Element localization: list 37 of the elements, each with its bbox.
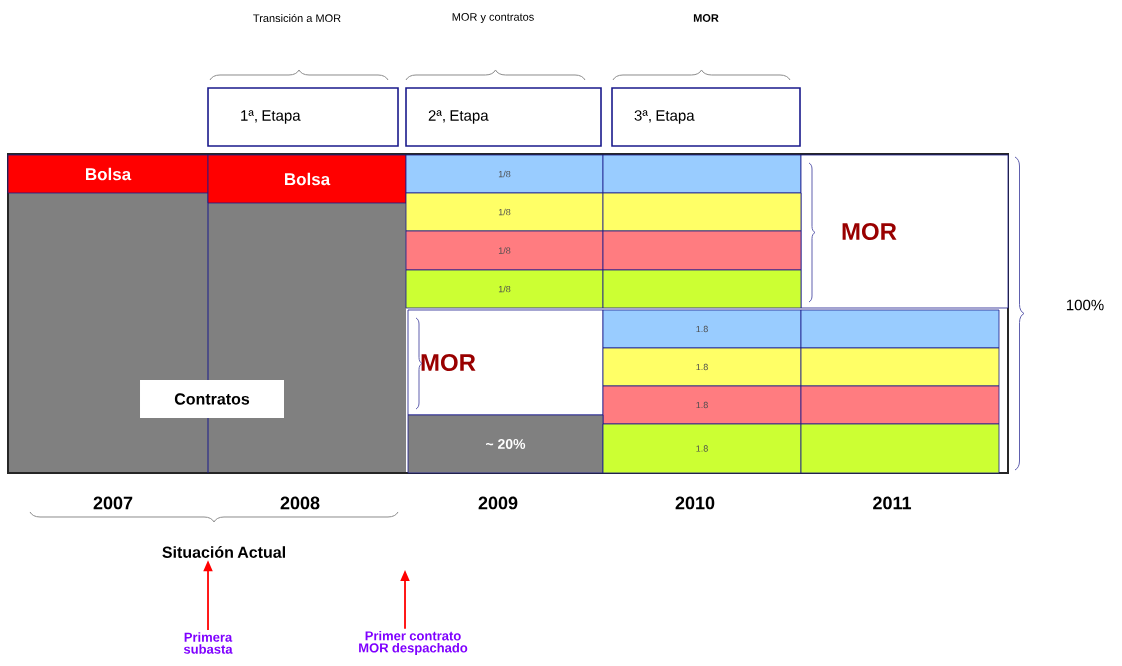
remainder-cell: ~ 20%	[407, 414, 604, 474]
share-cell: 1/8	[405, 154, 604, 194]
share-cell	[800, 309, 1000, 349]
annotation-text: Primera subasta	[183, 632, 233, 654]
share-cell	[602, 192, 802, 232]
share-cell	[602, 154, 802, 194]
share-cell: 1/8	[405, 192, 604, 232]
year-label: 2010	[675, 496, 715, 510]
share-cell	[800, 423, 1000, 474]
total-label: 100%	[1066, 299, 1104, 311]
phase-label: Transición a MOR	[253, 13, 341, 23]
year-label: 2008	[280, 496, 320, 510]
phase-label: MOR y contratos	[452, 13, 534, 23]
phase-label: MOR	[693, 14, 719, 22]
share-cell: 1.8	[602, 309, 802, 349]
annotation-text: Primer contrato MOR despachado	[359, 630, 468, 656]
year-label: 2007	[93, 496, 133, 510]
share-cell: 1/8	[405, 230, 604, 271]
share-cell: 1.8	[602, 347, 802, 387]
share-cell: 1.8	[602, 423, 802, 474]
year-label: 2011	[873, 496, 912, 510]
stage-box: 3ª, Etapa	[611, 87, 801, 147]
mor-box: MOR	[407, 309, 604, 416]
stage-box: 2ª, Etapa	[405, 87, 602, 147]
share-cell	[602, 269, 802, 309]
share-cell	[602, 230, 802, 271]
mor-box: MOR	[800, 154, 1009, 309]
share-cell	[800, 347, 1000, 387]
year-label: 2009	[478, 496, 518, 510]
market-bar: Bolsa	[7, 154, 209, 194]
share-cell	[800, 385, 1000, 425]
share-cell: 1.8	[602, 385, 802, 425]
market-bar: Bolsa	[207, 154, 407, 204]
contracts-label: Contratos	[140, 380, 284, 418]
period-label: Situación Actual	[162, 546, 285, 558]
share-cell: 1/8	[405, 269, 604, 309]
stage-box: 1ª, Etapa	[207, 87, 399, 147]
